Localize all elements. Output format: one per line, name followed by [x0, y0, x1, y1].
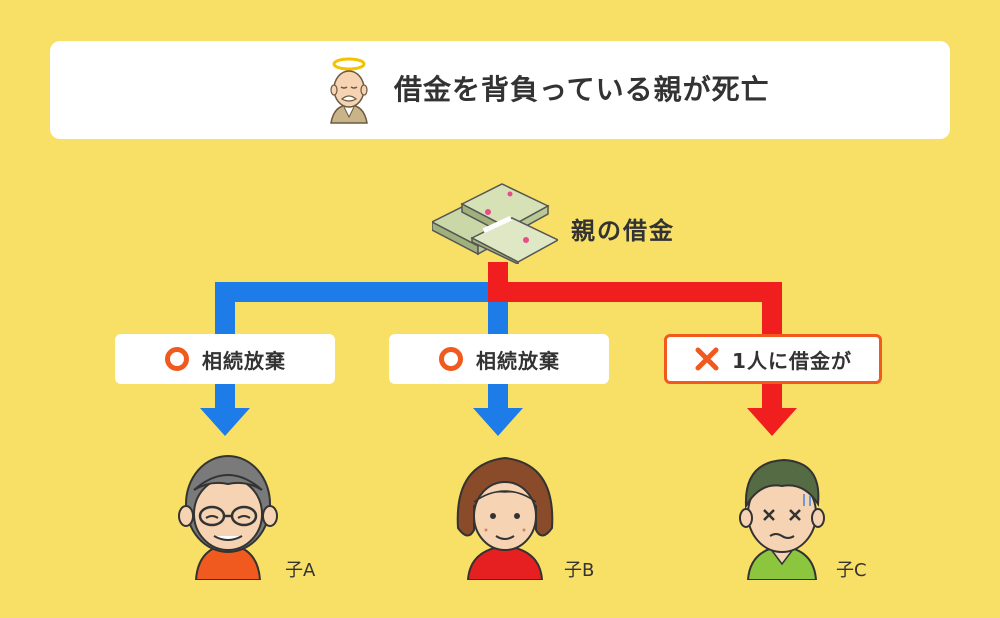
branch-box-a: 相続放棄	[115, 334, 335, 384]
child-a-icon	[178, 455, 278, 580]
circle-icon	[165, 347, 189, 371]
branch-box-b: 相続放棄	[389, 334, 609, 384]
child-label-b: 子B	[564, 560, 595, 581]
child-label-a: 子A	[285, 560, 316, 581]
cross-icon	[695, 347, 719, 371]
branch-box-c: 1人に借金が	[664, 334, 882, 384]
deceased-parent-icon	[330, 57, 368, 124]
child-b-icon	[456, 456, 554, 580]
branch-text-a: 相続放棄	[202, 348, 286, 373]
child-label-c: 子C	[836, 560, 867, 581]
child-c-icon	[739, 458, 825, 580]
branch-text-c: 1人に借金が	[732, 348, 852, 373]
money-bundle-icon	[432, 183, 558, 264]
blue-arrowhead-b	[473, 408, 523, 436]
red-arrowhead	[747, 408, 797, 436]
page-title: 借金を背負っている親が死亡	[394, 73, 770, 106]
title-bar: 借金を背負っている親が死亡	[50, 41, 950, 139]
blue-arrowhead-a	[200, 408, 250, 436]
branch-text-b: 相続放棄	[476, 348, 560, 373]
circle-icon	[439, 347, 463, 371]
parent-debt-label: 親の借金	[571, 217, 675, 245]
